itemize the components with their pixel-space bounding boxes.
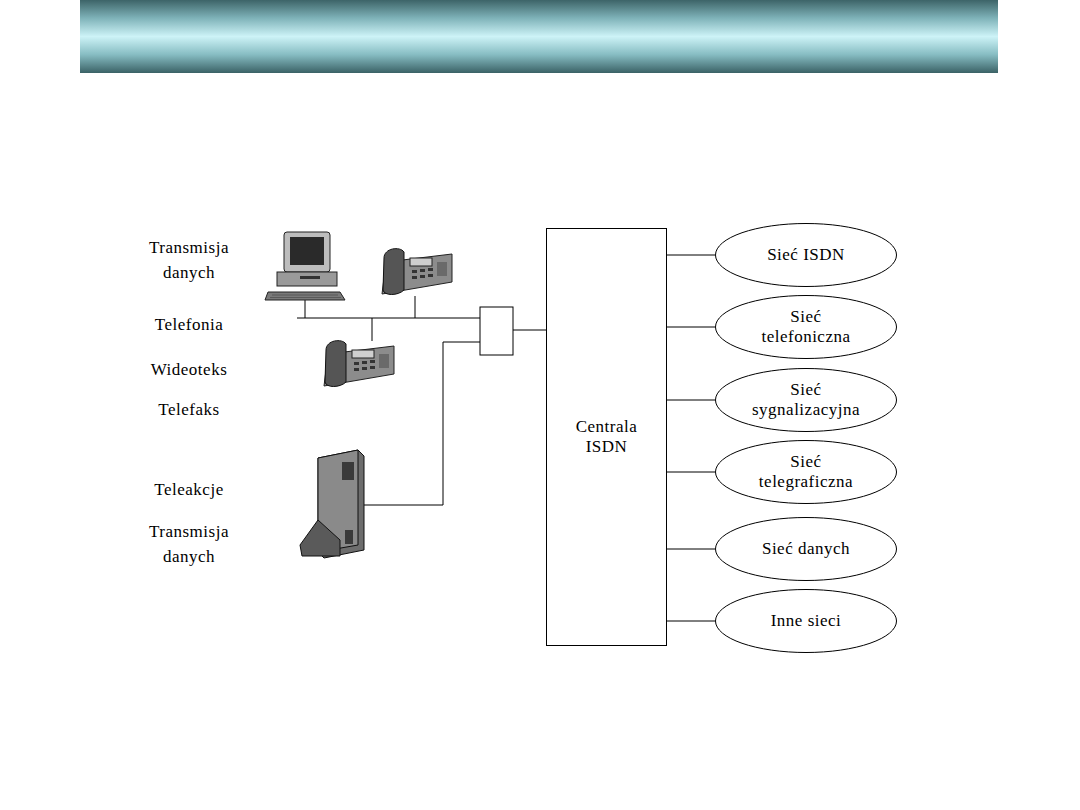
service-label: Transmisja danych xyxy=(130,236,248,285)
service-label: Teleakcje xyxy=(130,478,248,503)
service-label: Wideoteks xyxy=(130,358,248,383)
connector-line xyxy=(667,621,715,622)
node-text: Sieć danych xyxy=(762,539,850,559)
network-ellipse: Sieć sygnalizacyjna xyxy=(715,368,897,432)
node-text: Sieć telefoniczna xyxy=(746,307,866,346)
connector-line xyxy=(667,400,715,401)
connector-line xyxy=(667,327,715,328)
computer-icon xyxy=(265,232,345,300)
service-label: Telefaks xyxy=(130,398,248,423)
node-text: Sieć telegraficzna xyxy=(746,452,866,491)
node-text: Inne sieci xyxy=(771,611,842,631)
connector-line xyxy=(667,549,715,550)
network-ellipse: Sieć danych xyxy=(715,517,897,581)
connector-line xyxy=(667,472,715,473)
service-label: Transmisja danych xyxy=(130,520,248,569)
connector-line xyxy=(667,255,715,256)
network-ellipse: Sieć telefoniczna xyxy=(715,295,897,359)
telephone-icon xyxy=(382,249,452,295)
terminal-adapter-box xyxy=(480,307,513,355)
network-ellipse: Inne sieci xyxy=(715,589,897,653)
telephone-icon xyxy=(324,341,394,387)
node-text: Sieć sygnalizacyjna xyxy=(746,380,866,419)
network-ellipse: Sieć ISDN xyxy=(715,223,897,287)
exchange-box: Centrala ISDN xyxy=(546,228,667,646)
header-band xyxy=(80,0,998,73)
node-text: Centrala ISDN xyxy=(561,417,653,456)
service-label: Telefonia xyxy=(130,313,248,338)
node-text: Sieć ISDN xyxy=(767,245,845,265)
telefax-terminal-icon xyxy=(300,450,364,558)
network-ellipse: Sieć telegraficzna xyxy=(715,440,897,504)
